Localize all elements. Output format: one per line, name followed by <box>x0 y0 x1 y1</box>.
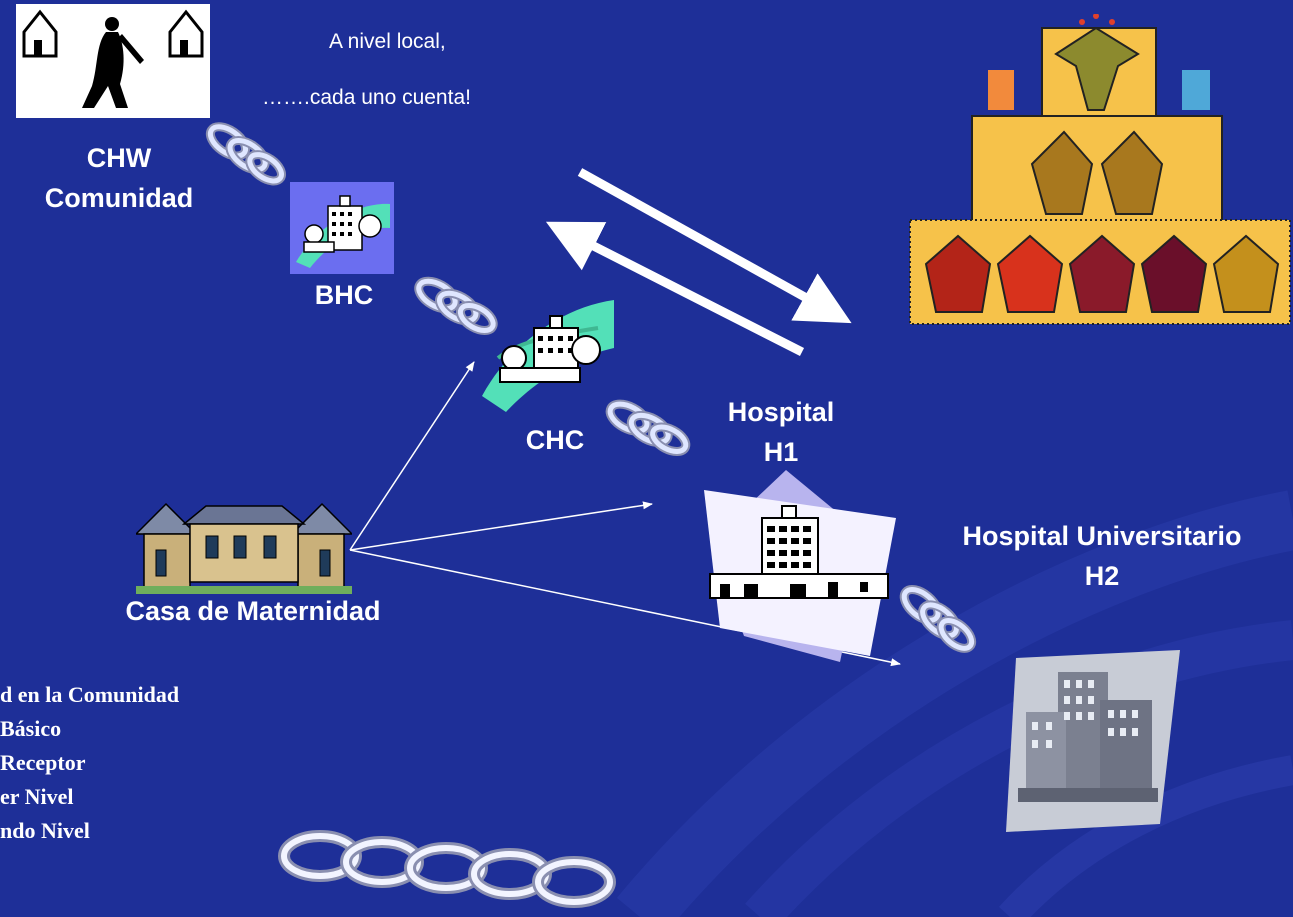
clinic-icon <box>290 182 394 274</box>
h2-label: Hospital Universitario H2 <box>912 516 1292 596</box>
intro-line-1: A nivel local, <box>329 30 446 53</box>
human-pyramid-icon <box>909 14 1291 325</box>
h1-label-line-2: H1 <box>763 437 799 467</box>
legend-item: d en la Comunidad <box>0 682 180 707</box>
h1-label-line-1: Hospital <box>727 397 835 427</box>
h1-label: Hospital H1 <box>706 392 856 472</box>
maternity-house-icon <box>136 502 352 594</box>
legend-item: ndo Nivel <box>0 818 90 843</box>
level-legend: d en la Comunidad Básico Receptor er Niv… <box>0 678 179 848</box>
legend-item: Básico <box>0 716 62 741</box>
chw-label-line-2: Comunidad <box>44 183 194 213</box>
h2-label-line-1: Hospital Universitario <box>962 521 1242 551</box>
chc-label: CHC <box>525 425 585 455</box>
chain-link-icon <box>899 584 977 653</box>
health-center-icon <box>482 300 614 412</box>
chw-label-line-1: CHW <box>86 143 152 173</box>
hospital-icon <box>704 470 896 662</box>
legend-item: Receptor <box>0 750 86 775</box>
chain-icon <box>278 830 616 908</box>
bhc-label: BHC <box>314 280 374 310</box>
chain-link-icon <box>414 276 498 335</box>
legend-item: er Nivel <box>0 784 74 809</box>
houses-walking-woman-icon <box>16 4 210 118</box>
chain-link-icon <box>205 122 286 186</box>
chw-label: CHW Comunidad <box>14 138 224 218</box>
intro-line-2: …….cada uno cuenta! <box>262 86 471 109</box>
university-hospital-icon <box>1006 650 1180 832</box>
maternity-label: Casa de Maternidad <box>125 596 381 626</box>
chain-link-icon <box>605 399 691 456</box>
h2-label-line-2: H2 <box>1084 561 1120 591</box>
